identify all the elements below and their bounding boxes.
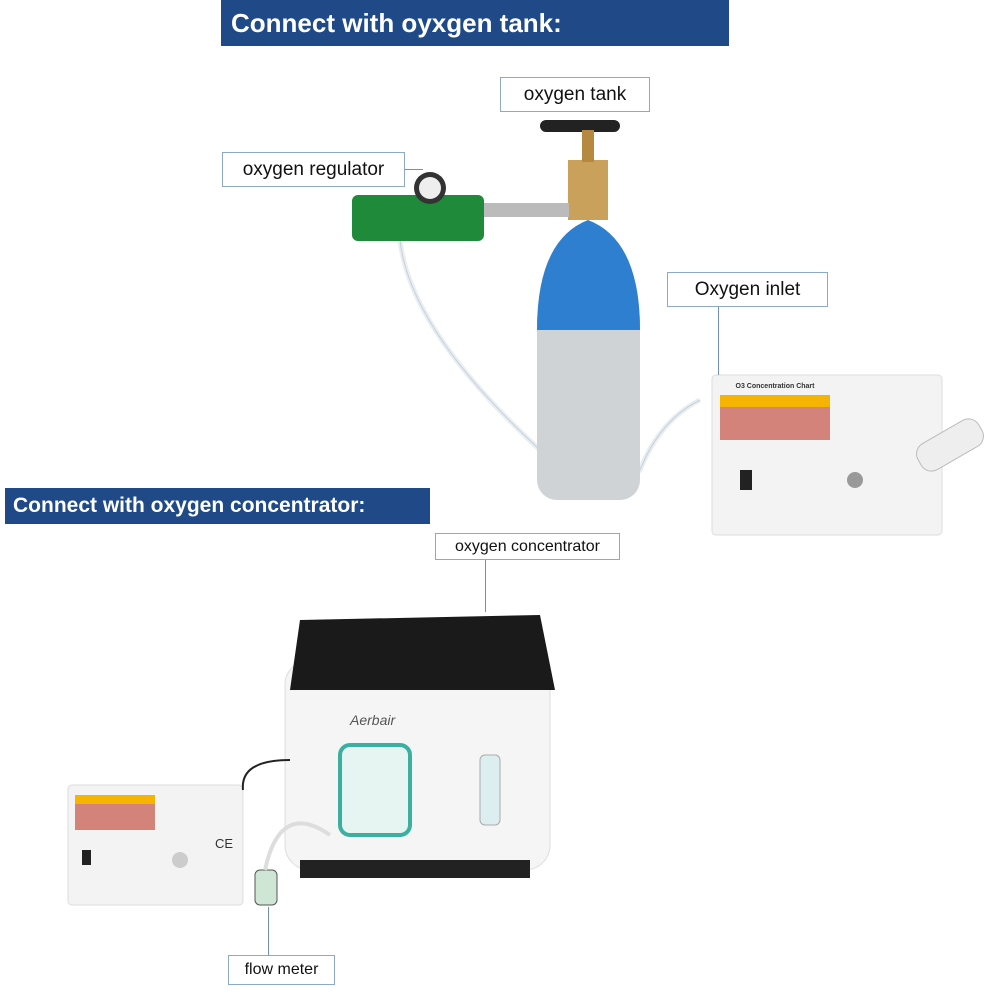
label-oxygen-concentrator: oxygen concentrator <box>435 533 620 560</box>
power-cable <box>241 759 291 791</box>
banner-connect-concentrator: Connect with oxygen concentrator: <box>5 488 430 524</box>
label-oxygen-regulator: oxygen regulator <box>222 152 405 187</box>
chart-title: O3 Concentration Chart <box>736 383 816 390</box>
arrow-oxygen-inlet <box>718 307 719 375</box>
label-oxygen-inlet: Oxygen inlet <box>667 272 828 307</box>
tube-concentrator <box>263 821 332 871</box>
ce-mark: CE <box>215 836 233 851</box>
brand-text: Aerbair <box>349 712 396 728</box>
arrow-oxygen-concentrator <box>485 560 486 612</box>
ozone-generator-bottom: CE <box>67 784 278 906</box>
oxygen-concentrator: Aerbair <box>284 615 555 878</box>
label-oxygen-tank: oxygen tank <box>500 77 650 112</box>
oxygen-regulator <box>352 172 569 241</box>
ozone-generator-top: O3 Concentration Chart <box>711 374 984 536</box>
arrow-flow-meter <box>268 907 269 955</box>
banner-connect-tank: Connect with oyxgen tank: <box>221 0 729 46</box>
oxygen-tank <box>537 120 640 500</box>
arrow-regulator <box>405 169 423 170</box>
label-flow-meter: flow meter <box>228 955 335 985</box>
